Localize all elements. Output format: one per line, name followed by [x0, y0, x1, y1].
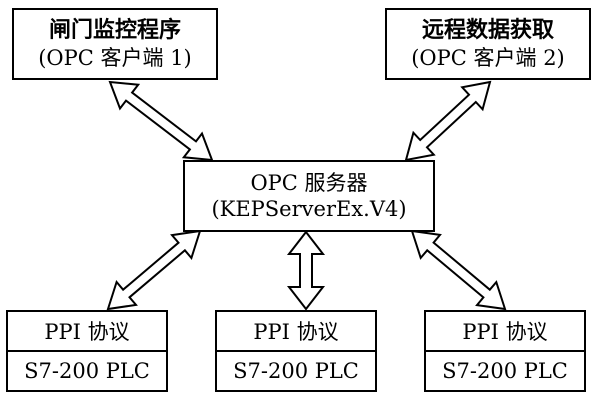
plc-1-box: PPI 协议 S7-200 PLC: [6, 310, 168, 392]
plc-1-device: S7-200 PLC: [8, 350, 166, 390]
plc-2-protocol: PPI 协议: [253, 320, 339, 344]
plc-1-protocol: PPI 协议: [44, 320, 130, 344]
client-1-subtitle: (OPC 客户端 1): [38, 45, 192, 70]
plc-2-device: S7-200 PLC: [217, 350, 375, 390]
arrow-client1-server: [108, 80, 214, 162]
arrow-server-plc1: [106, 229, 202, 311]
plc-3-protocol: PPI 协议: [462, 320, 548, 344]
client-2-title: 远程数据获取: [421, 17, 554, 44]
plc-3-box: PPI 协议 S7-200 PLC: [424, 310, 586, 392]
opc-server-box: OPC 服务器 (KEPServerEx.V4): [183, 160, 435, 232]
arrow-client2-server: [404, 80, 492, 162]
server-title: OPC 服务器: [250, 170, 368, 195]
arrow-server-plc3: [410, 229, 507, 311]
server-subtitle: (KEPServerEx.V4): [211, 197, 407, 221]
arrow-server-plc2: [286, 230, 326, 311]
client-1-title: 闸门监控程序: [48, 17, 181, 44]
plc-2-box: PPI 协议 S7-200 PLC: [215, 310, 377, 392]
plc-3-device: S7-200 PLC: [426, 350, 584, 390]
opc-client-2-box: 远程数据获取 (OPC 客户端 2): [385, 8, 591, 80]
client-2-subtitle: (OPC 客户端 2): [411, 45, 565, 70]
opc-client-1-box: 闸门监控程序 (OPC 客户端 1): [12, 8, 218, 80]
